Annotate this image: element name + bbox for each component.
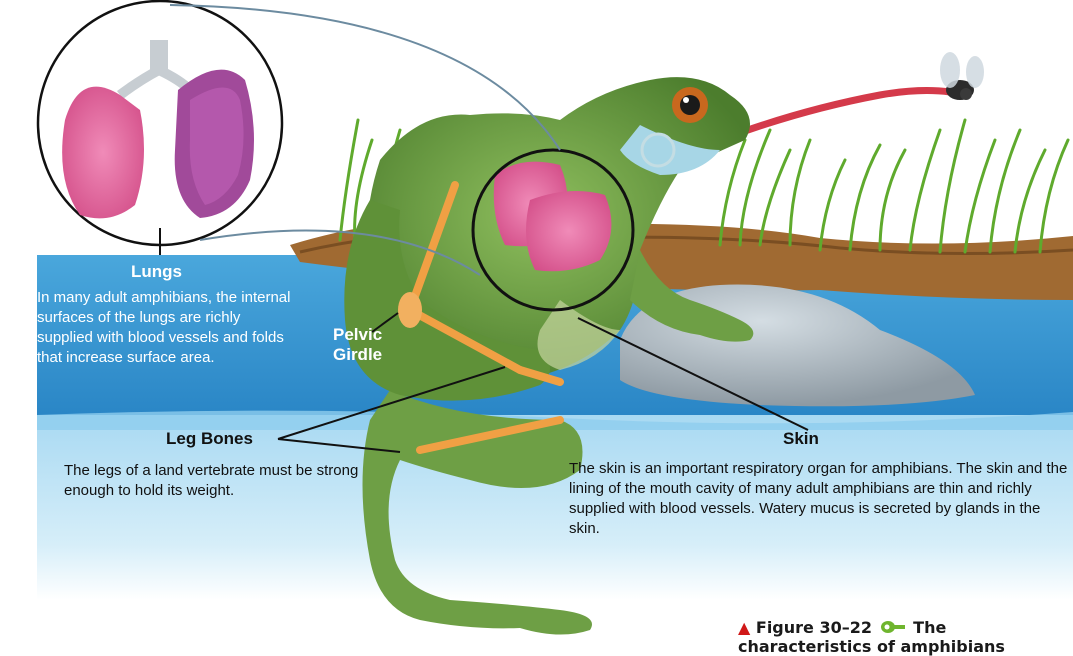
figure-caption: ▲ Figure 30–22 The characteristics of am… [738, 618, 1068, 656]
skin-title: Skin [783, 429, 819, 449]
lungs-description: In many adult amphibians, the internal s… [37, 288, 297, 368]
pelvic-bone [398, 292, 422, 328]
frog-tongue [720, 91, 950, 140]
skin-description: The skin is an important respiratory org… [569, 459, 1069, 539]
key-icon [880, 620, 906, 634]
leg-bones-description: The legs of a land vertebrate must be st… [64, 461, 364, 501]
leg-bones-title: Leg Bones [166, 429, 253, 449]
fly-icon [940, 52, 984, 100]
figure-number: Figure 30–22 [756, 618, 872, 637]
lungs-title: Lungs [131, 262, 182, 282]
lungs-magnified-view [38, 1, 282, 245]
pelvic-girdle-label: Pelvic Girdle [333, 325, 403, 365]
triangle-icon: ▲ [738, 618, 750, 637]
frog-eye [672, 87, 708, 123]
